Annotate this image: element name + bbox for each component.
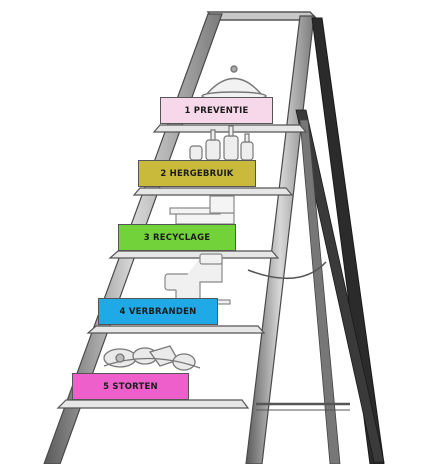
step-label-hergebruik: 2 HERGEBRUIK [138,160,256,187]
trash-heap-icon [103,345,201,371]
step-label-storten: 5 STORTEN [72,373,189,400]
ladder-back-legs [295,17,385,464]
ladder-steps [56,124,308,409]
step-label-preventie: 1 PREVENTIE [160,97,273,124]
grinder-icon [149,253,231,305]
step-label-recyclage: 3 RECYCLAGE [118,224,236,251]
ladder-front-right-rail [245,15,315,464]
ladder-braces [247,261,350,411]
paper-stack-icon [169,195,235,225]
step-label-verbranden: 4 VERBRANDEN [98,298,218,325]
cloche-icon [201,65,267,101]
